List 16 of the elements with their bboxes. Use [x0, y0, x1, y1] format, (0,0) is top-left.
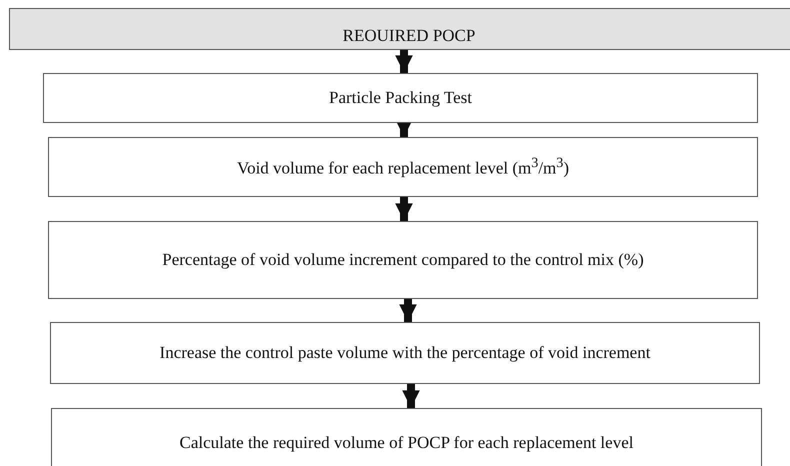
arrow	[395, 50, 413, 73]
process-box	[50, 322, 760, 384]
step-text: REOUIRED POCP	[342, 26, 476, 46]
process-box	[43, 73, 758, 123]
step-text: Particle Packing Test	[329, 88, 472, 108]
process-box	[48, 137, 758, 197]
step-text: Calculate the required volume of POCP for each replacement level	[180, 433, 634, 453]
arrow	[402, 384, 420, 408]
process-box	[48, 221, 758, 299]
header-box	[9, 8, 790, 50]
step-text: Void volume for each replacement level (m$^{3}$/m$^{3}$)	[236, 155, 570, 179]
process-box	[51, 408, 762, 466]
step-text: Percentage of void volume increment compared to the control mix (%)	[162, 250, 644, 270]
step-text: Increase the control paste volume with the percentage of void increment	[160, 343, 650, 363]
arrow	[399, 299, 417, 322]
arrow	[395, 197, 413, 221]
